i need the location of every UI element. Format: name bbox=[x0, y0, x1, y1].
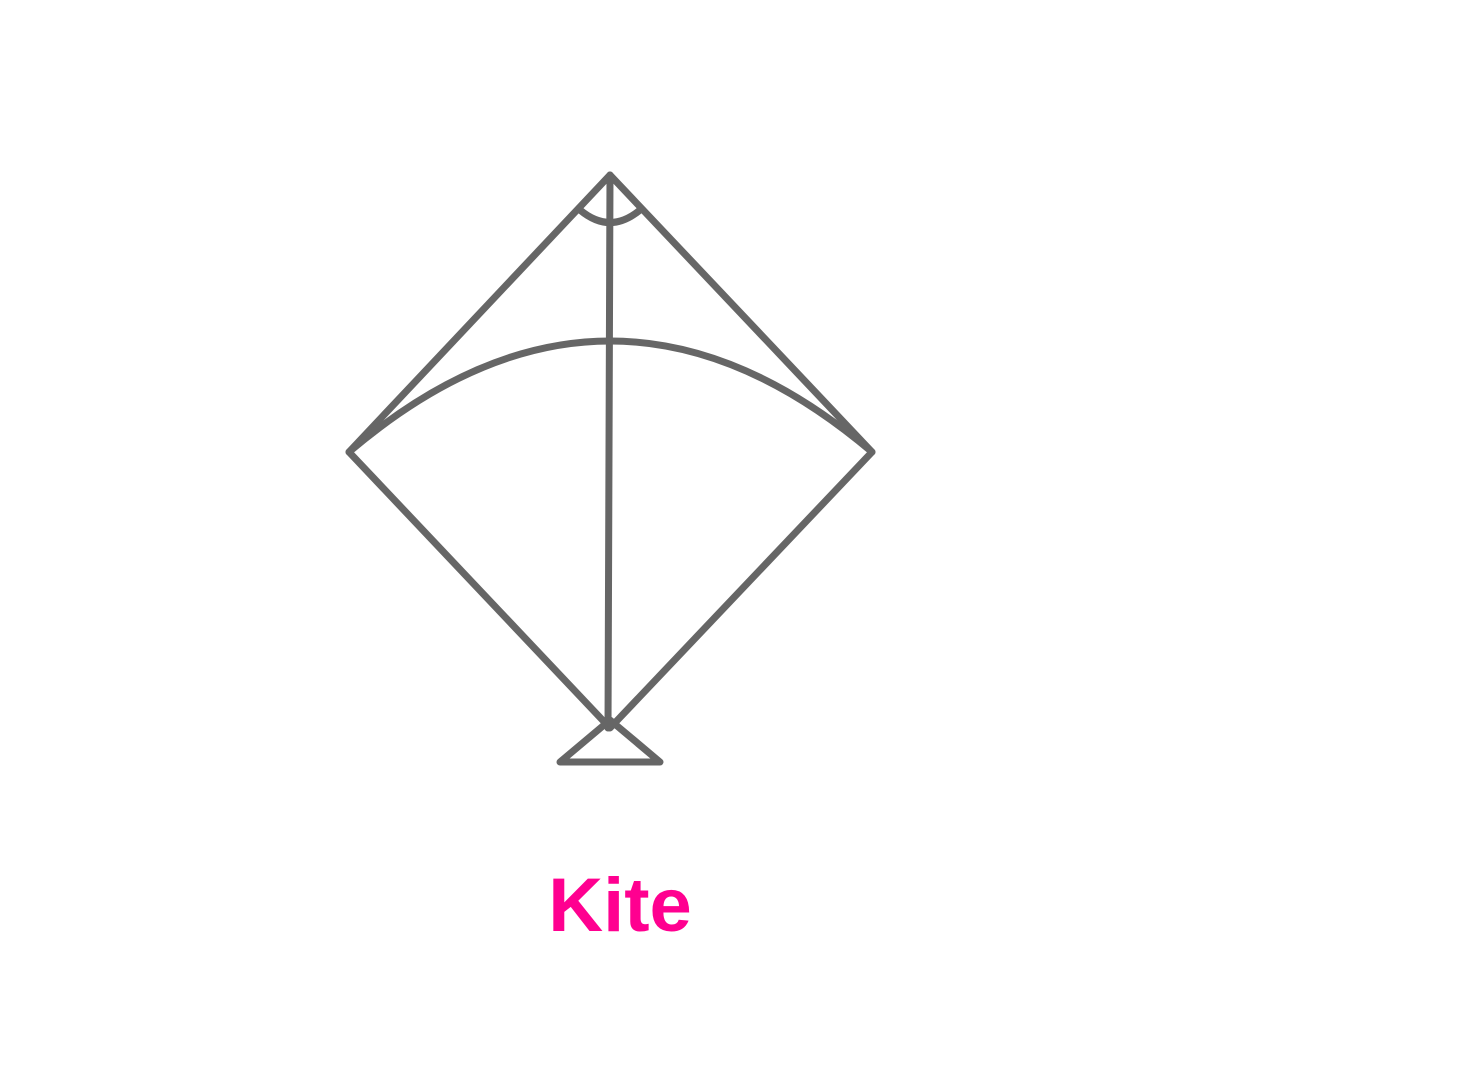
kite-spine bbox=[604, 171, 614, 732]
kite-tail bbox=[556, 716, 664, 766]
angle-arc bbox=[576, 206, 644, 226]
caption-label: Kite bbox=[548, 863, 692, 948]
kite-bow bbox=[345, 337, 876, 456]
